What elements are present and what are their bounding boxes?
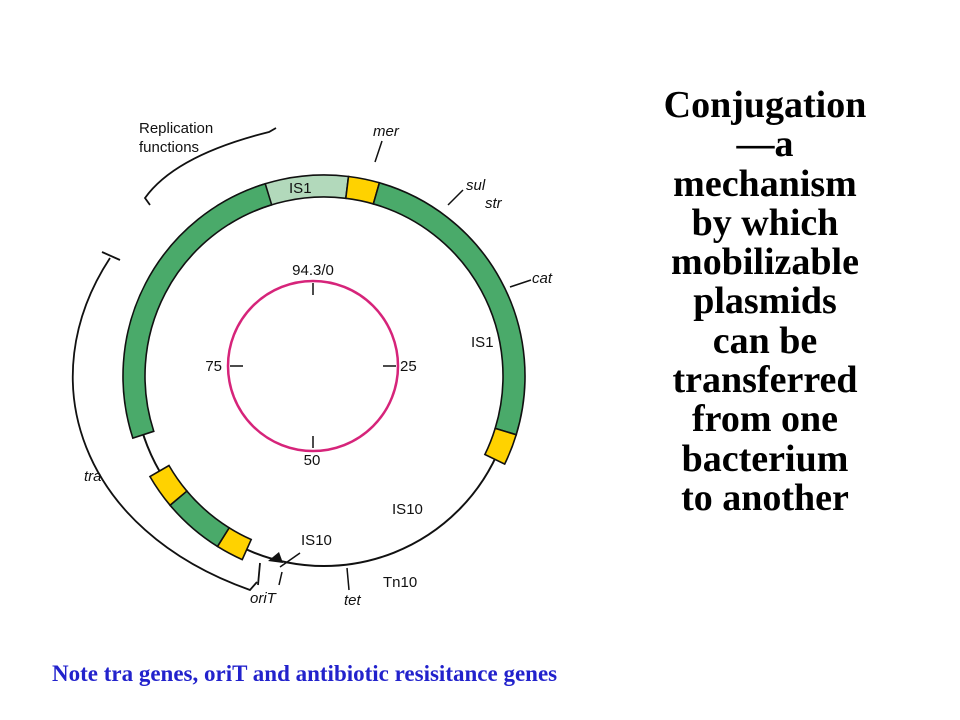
tet-label: tet	[344, 592, 362, 609]
title-line: to another	[681, 476, 849, 519]
is1-right-element	[483, 427, 518, 466]
title-line: mobilizable	[671, 241, 859, 284]
scale-label-bottom: 50	[304, 452, 321, 469]
gene-arcs	[122, 174, 526, 561]
tra-label: tra	[84, 468, 102, 485]
sul-marker	[447, 189, 464, 206]
title-line: transferred	[672, 359, 858, 402]
scale-label-right: 25	[400, 358, 417, 375]
tra-genes-arc	[122, 182, 273, 440]
title-line: —a	[736, 123, 794, 166]
is1-right-label: IS1	[471, 334, 494, 351]
orit-label-tick	[278, 571, 283, 586]
is10-lower-label: IS10	[301, 532, 332, 549]
title-line: can be	[712, 319, 818, 362]
replication-functions-label-line2: functions	[139, 139, 199, 156]
tn10-label: Tn10	[383, 574, 417, 591]
resistance-genes-arc	[372, 181, 526, 436]
replication-functions-label-line1: Replication	[139, 120, 213, 137]
mer-label: mer	[373, 123, 400, 140]
sul-label: sul	[466, 177, 486, 194]
replication-bracket	[143, 127, 277, 206]
caption-note: Note tra genes, oriT and antibiotic resi…	[52, 661, 558, 686]
title-line: from one	[692, 398, 838, 441]
title-line: by which	[691, 201, 839, 244]
cat-marker	[509, 279, 532, 288]
is10-lower-element	[148, 464, 189, 507]
mer-marker	[374, 140, 383, 163]
is1-top-label: IS1	[289, 180, 312, 197]
slide-title: Conjugation —a mechanism by which mobili…	[640, 84, 890, 519]
str-label: str	[485, 195, 503, 212]
title-line: Conjugation	[663, 84, 867, 126]
map-scale-circle	[226, 279, 400, 453]
is10-upper-label: IS10	[392, 501, 423, 518]
scale-label-top: 94.3/0	[292, 262, 334, 279]
title-line: plasmids	[693, 280, 837, 323]
orit-arrowhead	[268, 552, 283, 563]
tn10-arc	[168, 489, 231, 548]
tet-marker	[346, 567, 350, 591]
title-line: bacterium	[681, 437, 849, 480]
orit-label: oriT	[250, 590, 278, 607]
tra-bracket	[71, 251, 258, 592]
scale-label-left: 75	[205, 358, 222, 375]
orit-arrow-line	[279, 552, 301, 568]
orit-marker	[257, 562, 261, 586]
cat-label: cat	[532, 270, 553, 287]
title-line: mechanism	[673, 162, 857, 205]
